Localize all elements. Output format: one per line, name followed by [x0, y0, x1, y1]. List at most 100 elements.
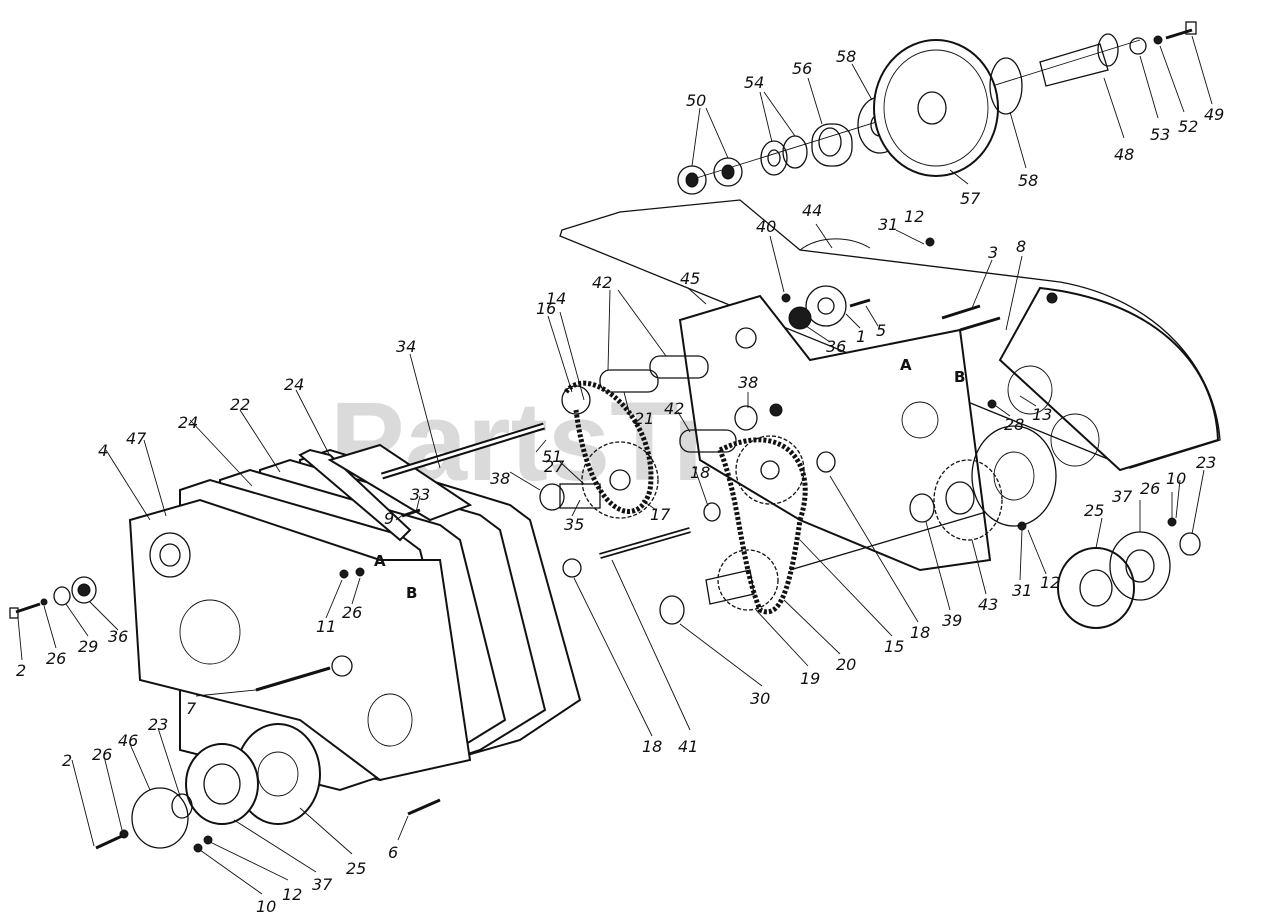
- callout-12-c: 12: [282, 885, 302, 904]
- callout-5: 5: [876, 321, 886, 340]
- spacer-42c: [679, 429, 737, 453]
- washer-29: [53, 586, 71, 606]
- spacer-plates-24: [298, 443, 473, 542]
- callout-13: 13: [1032, 405, 1052, 424]
- callout-34: 34: [396, 337, 416, 356]
- callout-10-b: 10: [256, 897, 276, 916]
- chain-14: [564, 380, 654, 514]
- callout-40: 40: [756, 217, 776, 236]
- callout-33: 33: [410, 485, 430, 504]
- bushing-38: [734, 403, 783, 431]
- callout-12: 12: [904, 207, 924, 226]
- callout-26-d: 26: [92, 745, 112, 764]
- seal-plate-right: [971, 425, 1057, 527]
- callout-12-b: 12: [1040, 573, 1060, 592]
- callout-24: 24: [178, 413, 198, 432]
- callout-24-b: 24: [284, 375, 304, 394]
- spacer-42b: [649, 355, 709, 379]
- callout-51: 51: [542, 447, 562, 466]
- lockwasher-26-left: [40, 598, 48, 606]
- callout-11: 11: [316, 617, 336, 636]
- callout-15: 15: [884, 637, 904, 656]
- bolt-49: [1165, 21, 1197, 40]
- washer-30: [659, 595, 685, 625]
- bushing-36: [788, 306, 812, 330]
- callout-44: 44: [802, 201, 822, 220]
- callout-14: 14: [546, 289, 566, 308]
- callout-53: 53: [1150, 125, 1170, 144]
- bearing-23-left: [171, 793, 193, 819]
- callout-58: 58: [836, 47, 856, 66]
- callout-54: 54: [744, 73, 764, 92]
- marker-b-right: B: [954, 368, 965, 386]
- callout-35: 35: [564, 515, 584, 534]
- shaft-34: [380, 422, 546, 480]
- spacer-18c: [562, 558, 582, 578]
- sprocket-43: [933, 459, 1003, 541]
- pin-41: [599, 527, 691, 559]
- callout-28: 28: [1004, 415, 1024, 434]
- pulley-assembly: [677, 21, 1197, 195]
- marker-a-right: A: [900, 356, 912, 374]
- callout-38-b: 38: [490, 469, 510, 488]
- callout-9: 9: [384, 509, 394, 528]
- callout-17: 17: [650, 505, 671, 524]
- callout-31-b: 31: [1012, 581, 1032, 600]
- callout-57: 57: [960, 189, 981, 208]
- callout-23-b: 23: [148, 715, 168, 734]
- callout-42: 42: [592, 273, 612, 292]
- callout-52: 52: [1178, 117, 1198, 136]
- callout-26-c: 26: [46, 649, 66, 668]
- callout-47: 47: [126, 429, 147, 448]
- callout-30: 30: [750, 689, 770, 708]
- callout-46: 46: [118, 731, 138, 750]
- sprocket-19: [705, 549, 779, 611]
- shaft-main: [789, 511, 987, 571]
- washer-58b: [989, 57, 1023, 115]
- callout-1: 1: [856, 327, 866, 346]
- callout-22: 22: [230, 395, 250, 414]
- bolt-8: [959, 316, 1001, 332]
- callout-41: 41: [678, 737, 698, 756]
- callout-26-b: 26: [342, 603, 362, 622]
- callout-23: 23: [1196, 453, 1216, 472]
- callout-18: 18: [690, 463, 710, 482]
- callout-8: 8: [1016, 237, 1026, 256]
- nut-11: [339, 569, 349, 579]
- callout-6: 6: [388, 843, 398, 862]
- callout-4: 4: [98, 441, 108, 460]
- callout-49: 49: [1204, 105, 1224, 124]
- callout-7: 7: [186, 699, 197, 718]
- callout-31: 31: [878, 215, 898, 234]
- chain-20: [717, 437, 808, 615]
- gear-case-left: [128, 448, 582, 792]
- callout-38: 38: [738, 373, 758, 392]
- callout-labels: 50 54 56 58 57 58 48 53 52 49 44 31 12 4…: [16, 47, 1224, 916]
- nut-12-top: [925, 237, 935, 247]
- callout-21: 21: [634, 409, 654, 428]
- nut-40: [781, 293, 791, 303]
- callout-18-b: 18: [910, 623, 930, 642]
- sprocket-17: [581, 441, 659, 519]
- callout-36-b: 36: [108, 627, 128, 646]
- marker-b-left: B: [406, 584, 417, 602]
- callout-29: 29: [78, 637, 98, 656]
- bolt-2-bottom: [95, 834, 123, 850]
- bolt-7: [255, 666, 331, 692]
- callout-26: 26: [1140, 479, 1160, 498]
- leader-lines: [17, 35, 1213, 895]
- callout-58-b: 58: [1018, 171, 1038, 190]
- bearing-39: [909, 493, 935, 523]
- callout-2: 2: [16, 661, 26, 680]
- right-cover-plate: [998, 286, 1220, 472]
- callout-37-b: 37: [312, 875, 333, 894]
- nut-10-right: [1167, 517, 1177, 527]
- callout-20: 20: [836, 655, 856, 674]
- spacer-56: [811, 123, 853, 167]
- bearing-1: [805, 285, 847, 327]
- bolt-5: [849, 298, 871, 308]
- bolt-3: [941, 304, 981, 320]
- callout-45: 45: [680, 269, 700, 288]
- callout-50: 50: [686, 91, 706, 110]
